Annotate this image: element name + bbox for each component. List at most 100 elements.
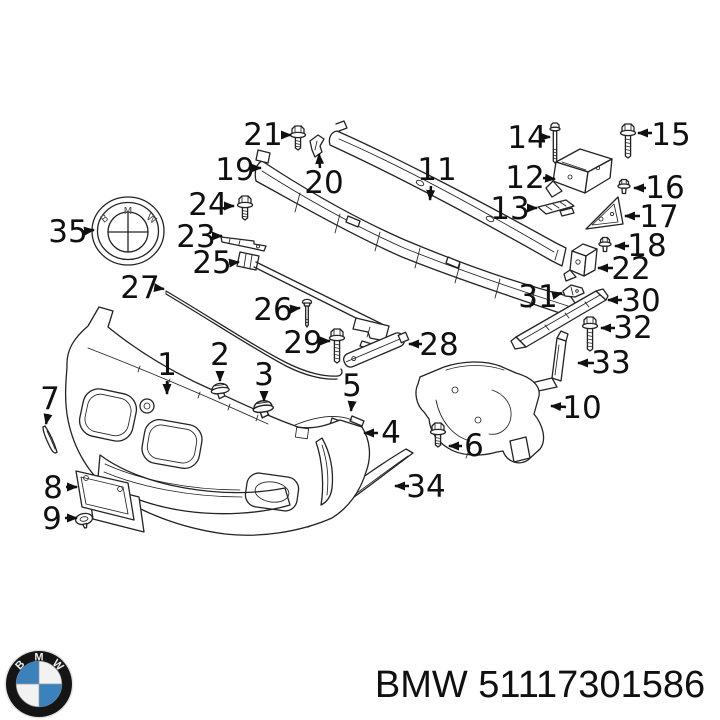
callout-arrow <box>289 304 301 314</box>
callout-25: 25 <box>192 245 240 281</box>
callout-number: 7 <box>40 381 60 417</box>
callout-number: 1 <box>157 347 177 383</box>
part-31-clip <box>562 284 585 298</box>
callout-4: 4 <box>363 415 401 451</box>
callout-arrow <box>83 226 95 236</box>
part-11-reinforcement-bar <box>328 120 567 267</box>
callout-number: 26 <box>253 292 292 328</box>
callout-1: 1 <box>157 347 177 395</box>
callout-number: 23 <box>176 219 215 255</box>
part-27-seal-strip <box>165 290 343 380</box>
part-17-bracket <box>585 196 624 230</box>
callout-34: 34 <box>394 469 446 505</box>
callout-arrow <box>550 402 567 412</box>
callout-number: 8 <box>43 470 63 506</box>
callout-number: 9 <box>42 501 62 537</box>
callout-number: 11 <box>417 152 456 188</box>
callout-10: 10 <box>550 390 602 426</box>
callout-6: 6 <box>448 428 484 464</box>
footer: B M W BMW 51117301586 <box>4 649 705 719</box>
callout-number: 4 <box>381 415 401 451</box>
part-24-bolt <box>236 195 254 221</box>
part-30-guide-rail <box>510 288 609 350</box>
part-12-bracket <box>545 148 613 198</box>
callout-32: 32 <box>600 310 653 346</box>
callout-number: 29 <box>283 325 322 361</box>
callout-27: 27 <box>120 270 165 306</box>
callout-number: 18 <box>627 228 666 264</box>
callout-24: 24 <box>188 187 235 223</box>
part-33-bracket <box>523 330 569 394</box>
part-22-bracket <box>563 243 598 282</box>
callout-number: 28 <box>419 327 458 363</box>
part-26-screw <box>301 298 313 328</box>
part-number-label: BMW 51117301586 <box>375 664 705 706</box>
callout-arrow <box>551 291 563 300</box>
callout-14: 14 <box>507 120 551 156</box>
callout-15: 15 <box>637 117 691 153</box>
callout-number: 31 <box>518 279 557 315</box>
logo-letter-m: M <box>34 652 43 664</box>
callout-arrow <box>347 400 357 412</box>
callout-17: 17 <box>624 199 679 235</box>
callout-23: 23 <box>176 219 223 255</box>
callout-number: 33 <box>591 345 630 381</box>
callout-number: 30 <box>621 283 660 319</box>
part-19-impact-absorber <box>254 149 576 316</box>
callout-3: 3 <box>254 357 274 402</box>
part-9-grommet <box>74 512 94 529</box>
part-16-screw <box>617 178 631 195</box>
callout-arrow <box>315 153 325 169</box>
callout-33: 33 <box>577 345 631 381</box>
callout-number: 17 <box>639 199 678 235</box>
callout-5: 5 <box>342 368 362 412</box>
callout-7: 7 <box>40 381 60 425</box>
part-14-bolt <box>549 122 561 164</box>
callout-number: 35 <box>48 214 87 250</box>
callout-number: 20 <box>304 165 343 201</box>
part-7-cover-strip <box>42 425 58 454</box>
callout-arrow <box>153 283 165 293</box>
callout-13: 13 <box>490 191 538 227</box>
callout-number: 5 <box>342 368 362 404</box>
callout-18: 18 <box>614 228 667 264</box>
callout-number: 2 <box>210 337 230 373</box>
callout-28: 28 <box>408 327 459 363</box>
callout-number: 27 <box>120 270 159 306</box>
callout-arrow <box>542 173 556 183</box>
callout-26: 26 <box>253 292 301 328</box>
callout-arrow <box>426 185 436 201</box>
part-28-bracket <box>343 331 410 368</box>
part-13-plate <box>537 199 575 217</box>
callout-22: 22 <box>597 251 651 287</box>
callout-number: 24 <box>188 187 227 223</box>
part-20-clip <box>309 134 325 158</box>
callout-number: 22 <box>611 251 650 287</box>
part-23-bracket-strip <box>220 236 267 252</box>
callout-12: 12 <box>505 160 556 196</box>
callout-number: 19 <box>215 152 254 188</box>
callout-35: 35 <box>48 214 95 250</box>
part-8-plate-holder <box>75 470 145 533</box>
callout-number: 12 <box>505 160 544 196</box>
callout-20: 20 <box>304 153 344 201</box>
callout-9: 9 <box>42 501 78 537</box>
bmw-roundel-logo-icon: B M W <box>4 649 74 719</box>
callout-2: 2 <box>210 337 230 382</box>
part-29-bolt <box>328 328 346 364</box>
callout-number: 25 <box>192 245 231 281</box>
callout-29: 29 <box>283 325 331 361</box>
callout-11: 11 <box>417 152 457 201</box>
part-21-bolt <box>289 125 307 151</box>
part-1-bumper-cover <box>64 306 371 536</box>
callout-number: 6 <box>464 428 484 464</box>
part-10-lower-shield <box>415 361 545 464</box>
callout-number: 3 <box>254 357 274 393</box>
callout-19: 19 <box>215 152 262 188</box>
callout-number: 32 <box>613 310 652 346</box>
emblem-letter-m: M <box>124 206 133 217</box>
callout-31: 31 <box>518 279 563 315</box>
callout-number: 10 <box>562 390 601 426</box>
